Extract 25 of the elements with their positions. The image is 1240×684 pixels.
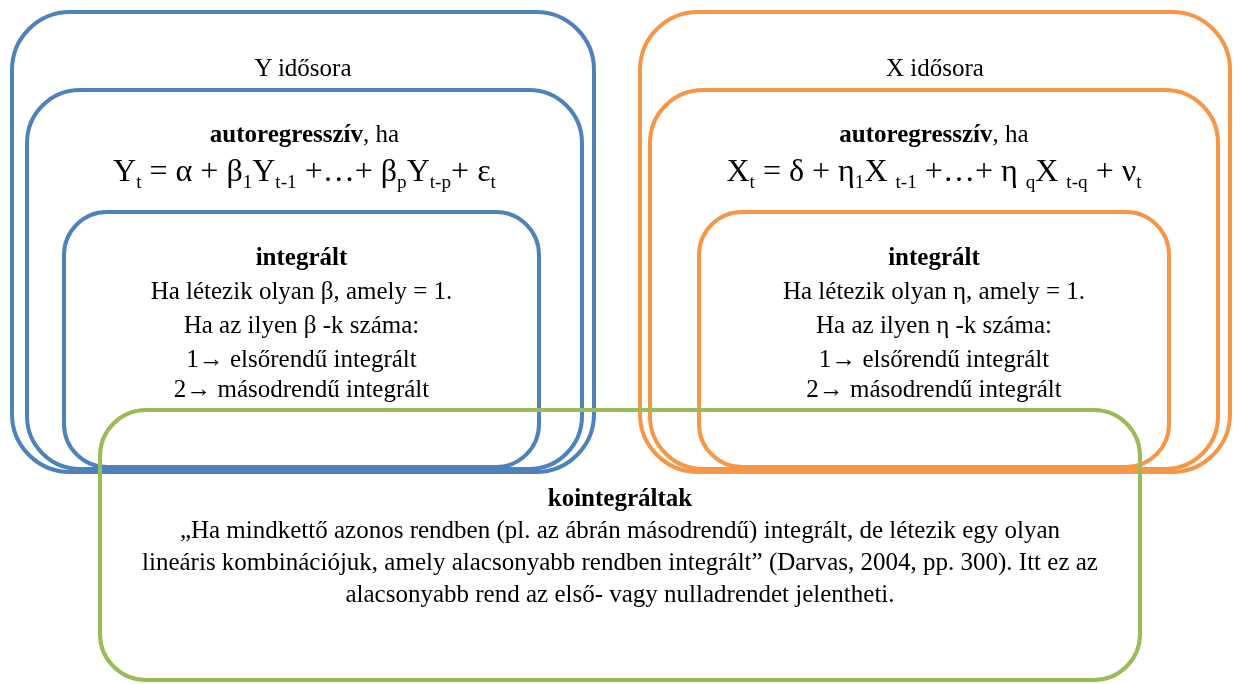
model-box xyxy=(648,88,1220,471)
box-heading: kointegráltak xyxy=(547,483,693,513)
series-title: Y idősora xyxy=(254,53,352,83)
condition-box xyxy=(62,210,541,469)
condition-text: Ha létezik olyan η, amely = 1. xyxy=(782,276,1086,306)
condition-text: Ha létezik olyan β, amely = 1. xyxy=(150,276,453,306)
series-box xyxy=(10,10,596,474)
box-heading: integrált xyxy=(888,242,980,272)
model-box xyxy=(25,88,584,471)
condition-text: 1→ elsőrendű integrált xyxy=(186,344,417,374)
model-heading: autoregresszív, ha xyxy=(839,119,1029,149)
box-heading: integrált xyxy=(255,242,348,272)
condition-text: Ha az ilyen η -k száma: xyxy=(816,310,1052,340)
series-title: X idősora xyxy=(886,53,984,83)
quote-text: „Ha mindkettő azonos rendben (pl. az ábrán másodrendű) integrált, de létezik egy olyan lineáris kombinációjuk, amely alacsonyabb rendben integrált” (Darvas, 2004, pp. 300). Itt ez az alacsonyabb rend az első- vagy nulladrendet jelentheti. xyxy=(142,515,1098,609)
model-heading: autoregresszív, ha xyxy=(209,119,400,149)
condition-box xyxy=(697,210,1171,469)
condition-text: 1→ elsőrendű integrált xyxy=(818,344,1050,374)
series-box xyxy=(638,10,1232,474)
equation: Y$_{t}$ = α + β$_{1}$Y$_{t-1}$ +…+ β$_{p}$Y$_{t-p}$+ ε$_{t}$ xyxy=(113,151,496,195)
equation: X$_{t}$ = δ + η$_{1}$X $_{t-1}$ +…+ η $_{q}$X $_{t-q}$ + ν$_{t}$ xyxy=(726,151,1142,195)
cointegration-box xyxy=(98,408,1142,682)
condition-text: 2→ másodrendű integrált xyxy=(806,374,1062,404)
condition-text: 2→ másodrendű integrált xyxy=(173,374,430,404)
condition-text: Ha az ilyen β -k száma: xyxy=(183,310,420,340)
